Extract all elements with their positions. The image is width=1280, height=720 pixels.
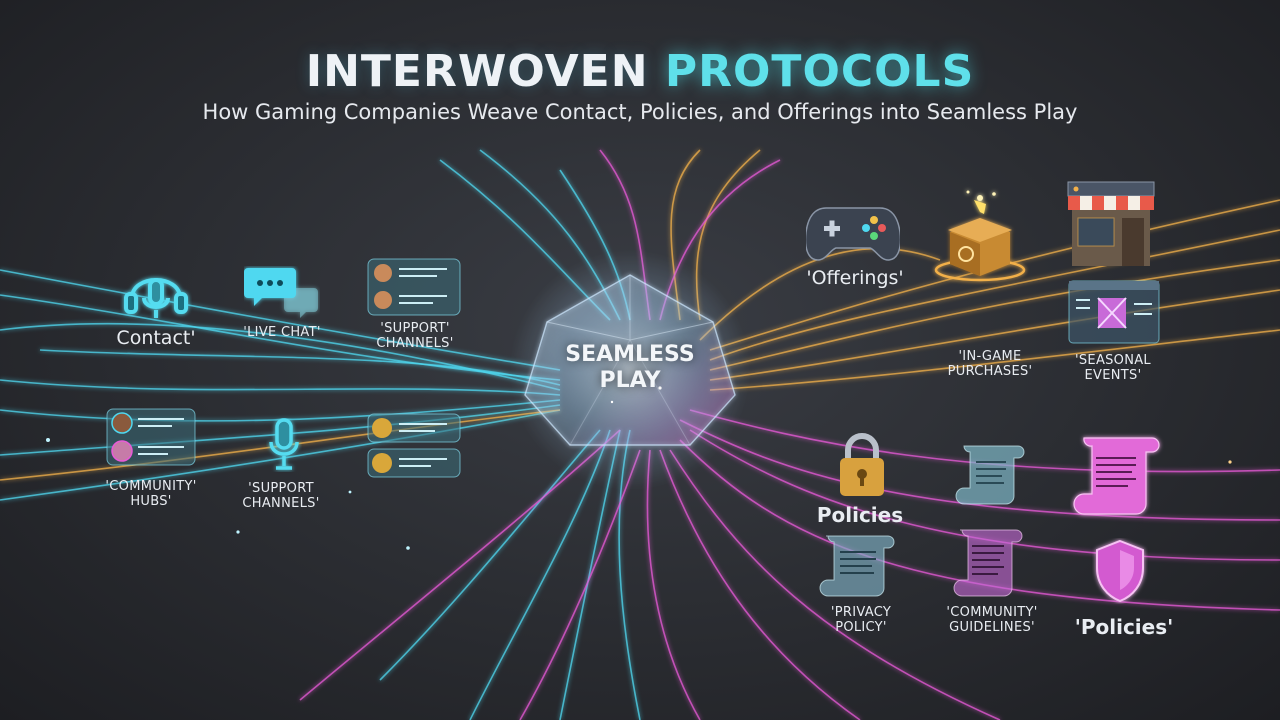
event-screen-icon [1068,280,1160,344]
privacy-policy-line2: POLICY' [835,619,887,635]
in-game-purchases-line2: PURCHASES' [947,363,1033,379]
offerings-heading: 'Offerings' [806,267,904,289]
page-title: INTERWOVEN PROTOCOLS [0,46,1280,97]
community-hubs-icon [106,408,196,466]
seasonal-events-line2: EVENTS' [1084,367,1142,383]
privacy-policy-label: 'PRIVACY POLICY' [806,605,916,636]
title-main: INTERWOVEN [305,46,649,97]
community-hubs-label: 'COMMUNITY' HUBS' [96,479,206,510]
community-hubs-line2: HUBS' [130,493,172,509]
community-guidelines-line2: GUIDELINES' [949,619,1035,635]
support-channels-top-line1: 'SUPPORT' [380,321,450,336]
center-label-line1: SEAMLESS [565,342,695,367]
support-channels-bottom-line2: CHANNELS' [242,495,320,511]
gamepad-icon [806,207,900,261]
support-channels-bottom-line1: 'SUPPORT [248,481,314,496]
contact-heading: Contact' [116,327,196,349]
community-guidelines-line1: 'COMMUNITY' [946,605,1038,620]
title-accent: PROTOCOLS [664,46,975,97]
privacy-policy-icon [819,535,895,597]
seasonal-events-label: 'SEASONAL EVENTS' [1058,353,1168,384]
headset-icon [124,278,188,318]
page-subtitle: How Gaming Companies Weave Contact, Poli… [202,100,1078,124]
profile-card-icon [367,258,461,316]
scroll-icon [1073,437,1160,515]
seamless-play-core [510,250,750,490]
microphone-icon [269,418,299,470]
chat-bubbles-icon [244,268,318,318]
sparkles [46,386,1232,550]
community-hubs-line1: 'COMMUNITY' [105,479,197,494]
support-profile-cards-icon [367,413,461,478]
storefront-icon [1067,181,1155,266]
in-game-purchases-line1: 'IN-GAME [958,349,1022,364]
support-channels-top-line2: CHANNELS' [376,335,454,351]
in-game-purchases-label: 'IN-GAME PURCHASES' [940,349,1040,380]
live-chat-label: 'LIVE CHAT' [243,325,321,340]
shield-icon [1096,539,1144,603]
community-guidelines-label: 'COMMUNITY' GUIDELINES' [932,605,1052,636]
privacy-policy-line1: 'PRIVACY [830,605,892,620]
seasonal-events-line1: 'SEASONAL [1075,353,1151,368]
policies-heading: Policies [816,503,904,527]
policies-quoted-label: 'Policies' [1074,615,1174,639]
gift-box-icon [934,190,1026,282]
padlock-icon [840,433,884,496]
center-label-line2: PLAY [599,368,661,394]
community-guidelines-icon [953,529,1023,597]
scroll-icon [955,445,1025,505]
support-channels-top-label: 'SUPPORT' CHANNELS' [360,321,470,352]
center-label: SEAMLESS PLAY [545,342,715,395]
support-channels-bottom-label: 'SUPPORT CHANNELS' [226,481,336,512]
